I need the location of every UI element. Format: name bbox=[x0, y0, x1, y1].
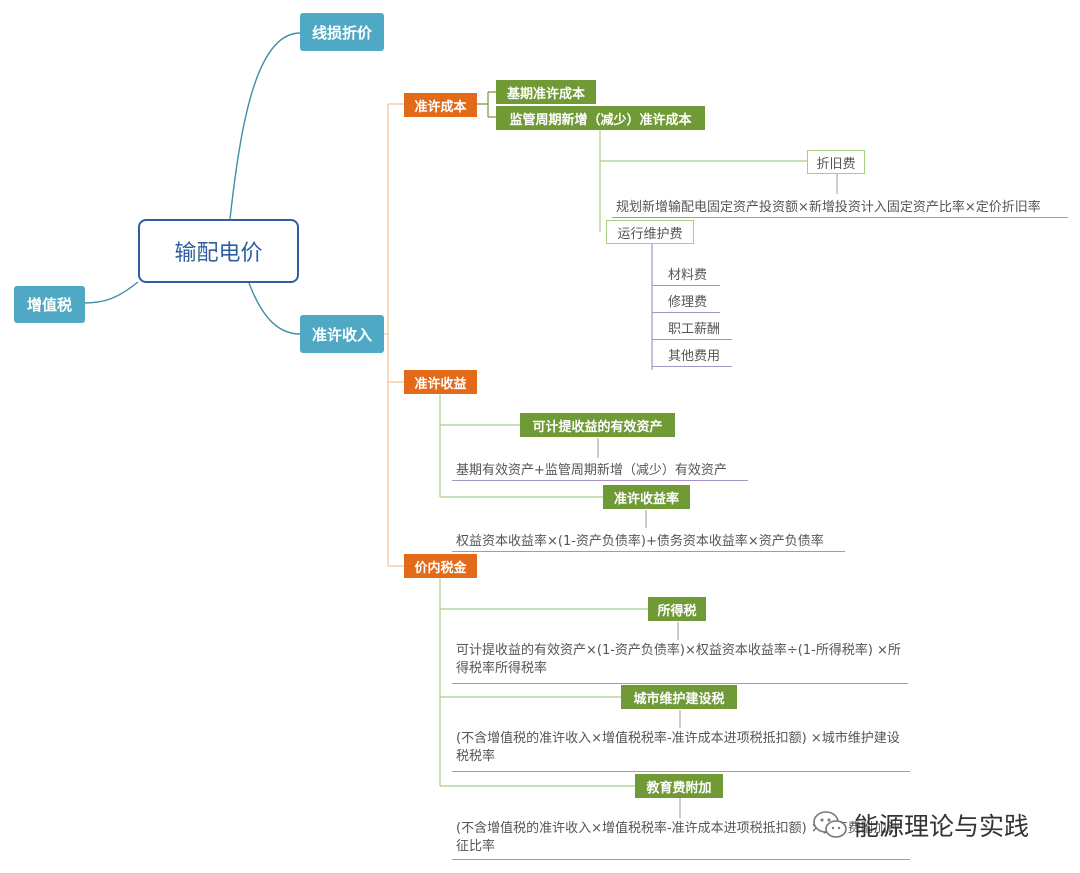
effective-assets-formula: 基期有效资产+监管周期新增（减少）有效资产 bbox=[452, 459, 748, 481]
city-tax-formula: (不含增值税的准许收入×增值税税率-准许成本进项税抵扣额) ×城市维护建设税税率 bbox=[452, 730, 910, 772]
effective-assets-node[interactable]: 可计提收益的有效资产 bbox=[520, 413, 675, 437]
line-loss-node[interactable]: 线损折价 bbox=[300, 13, 384, 51]
operation-item: 修理费 bbox=[652, 291, 720, 313]
root-node[interactable]: 输配电价 bbox=[138, 219, 299, 283]
operation-item: 其他费用 bbox=[652, 345, 732, 367]
return-rate-node[interactable]: 准许收益率 bbox=[603, 485, 690, 509]
depreciation-formula: 规划新增输配电固定资产投资额×新增投资计入固定资产比率×定价折旧率 bbox=[612, 196, 1068, 218]
return-rate-formula: 权益资本收益率×(1-资产负债率)+债务资本收益率×资产负债率 bbox=[452, 530, 845, 552]
education-surcharge-node[interactable]: 教育费附加 bbox=[635, 774, 723, 798]
income-tax-formula: 可计提收益的有效资产×(1-资产负债率)×权益资本收益率÷(1-所得税率) ×所… bbox=[452, 642, 908, 684]
watermark-text: 能源理论与实践 bbox=[854, 812, 1030, 841]
allowed-revenue-node[interactable]: 准许收入 bbox=[300, 315, 384, 353]
operation-item: 职工薪酬 bbox=[652, 318, 732, 340]
income-tax-node[interactable]: 所得税 bbox=[648, 597, 706, 621]
operation-item: 材料费 bbox=[652, 264, 720, 286]
base-cost-node[interactable]: 基期准许成本 bbox=[496, 80, 596, 104]
depreciation-node[interactable]: 折旧费 bbox=[807, 150, 865, 174]
city-tax-node[interactable]: 城市维护建设税 bbox=[621, 685, 737, 709]
regulatory-cost-node[interactable]: 监管周期新增（减少）准许成本 bbox=[496, 106, 705, 130]
tax-node[interactable]: 价内税金 bbox=[404, 554, 477, 578]
wechat-icon bbox=[813, 811, 847, 838]
vat-node[interactable]: 增值税 bbox=[14, 286, 85, 323]
allowed-income-node[interactable]: 准许收益 bbox=[404, 370, 477, 394]
watermark: 能源理论与实践 bbox=[812, 807, 1029, 843]
allowed-cost-node[interactable]: 准许成本 bbox=[404, 93, 477, 117]
education-surcharge-formula: (不含增值税的准许收入×增值税税率-准许成本进项税抵扣额) ×教育费附加计征比率 bbox=[452, 820, 910, 860]
operation-cost-node[interactable]: 运行维护费 bbox=[606, 220, 694, 244]
